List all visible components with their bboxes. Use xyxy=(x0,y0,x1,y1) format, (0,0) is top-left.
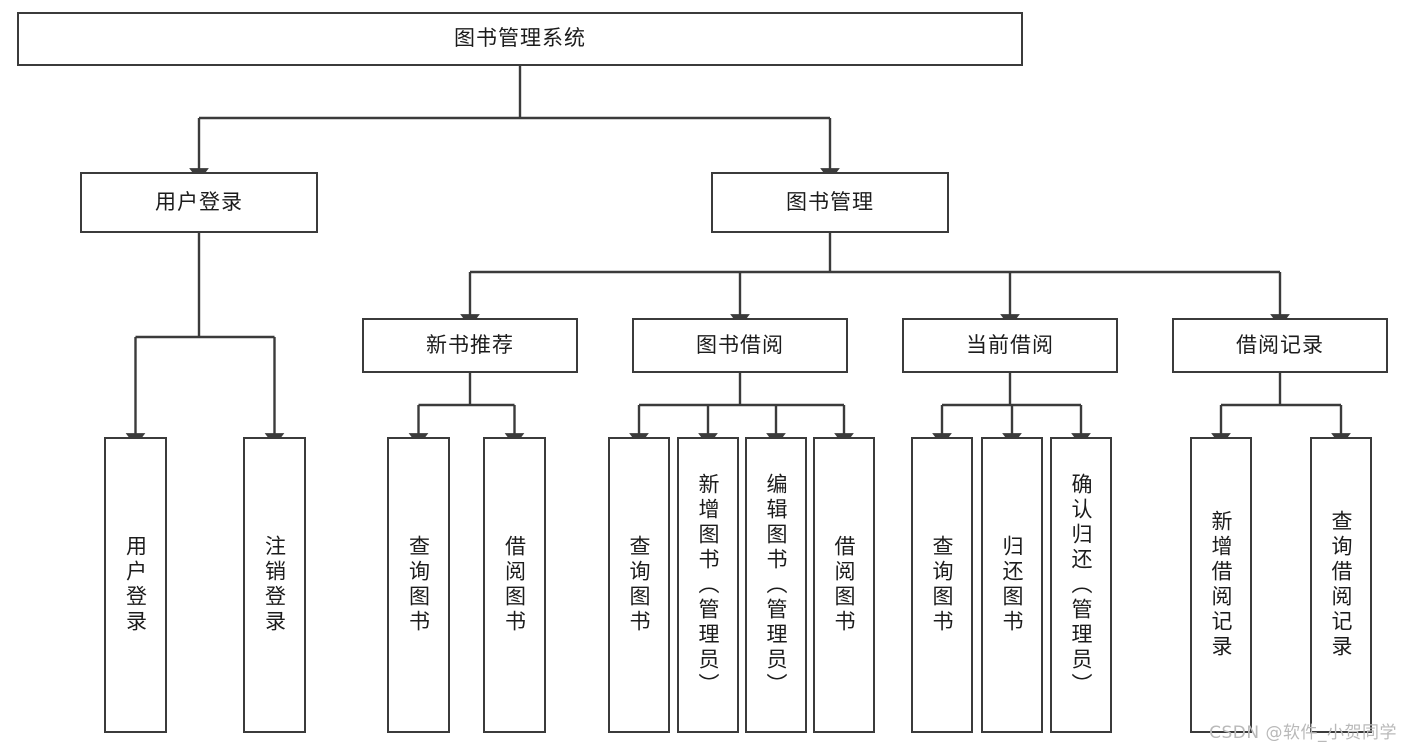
node-leaf-bb-borrow[interactable]: 借阅图书 xyxy=(813,437,875,733)
node-current-borrow[interactable]: 当前借阅 xyxy=(902,318,1118,373)
node-leaf-br-query[interactable]: 查询借阅记录 xyxy=(1310,437,1372,733)
node-new-book-rec[interactable]: 新书推荐 xyxy=(362,318,578,373)
node-leaf-rec-query[interactable]: 查询图书 xyxy=(387,437,450,733)
node-leaf-bb-edit[interactable]: 编辑图书（管理员） xyxy=(745,437,807,733)
node-label: 借阅图书 xyxy=(832,535,857,635)
node-leaf-br-add[interactable]: 新增借阅记录 xyxy=(1190,437,1252,733)
node-label: 编辑图书（管理员） xyxy=(764,472,789,698)
node-label: 用户登录 xyxy=(155,189,243,214)
node-leaf-bb-query[interactable]: 查询图书 xyxy=(608,437,670,733)
node-label: 借阅图书 xyxy=(502,535,527,635)
node-label: 新增图书（管理员） xyxy=(696,472,721,698)
node-leaf-cb-return[interactable]: 归还图书 xyxy=(981,437,1043,733)
node-label: 借阅记录 xyxy=(1236,332,1324,357)
node-label: 注销登录 xyxy=(262,535,287,635)
node-label: 确认归还（管理员） xyxy=(1069,472,1094,698)
watermark-text: CSDN @软件_小贺同学 xyxy=(1209,723,1397,743)
node-leaf-user-login[interactable]: 用户登录 xyxy=(104,437,167,733)
node-leaf-cb-confirm[interactable]: 确认归还（管理员） xyxy=(1050,437,1112,733)
node-label: 当前借阅 xyxy=(966,332,1054,357)
node-label: 图书借阅 xyxy=(696,332,784,357)
node-label: 查询图书 xyxy=(627,535,652,635)
node-leaf-cb-query[interactable]: 查询图书 xyxy=(911,437,973,733)
node-leaf-bb-add[interactable]: 新增图书（管理员） xyxy=(677,437,739,733)
node-label: 新书推荐 xyxy=(426,332,514,357)
node-leaf-user-logout[interactable]: 注销登录 xyxy=(243,437,306,733)
node-root[interactable]: 图书管理系统 xyxy=(17,12,1023,66)
node-borrow-record[interactable]: 借阅记录 xyxy=(1172,318,1388,373)
node-book-manage[interactable]: 图书管理 xyxy=(711,172,949,233)
node-leaf-rec-borrow[interactable]: 借阅图书 xyxy=(483,437,546,733)
node-label: 归还图书 xyxy=(1000,535,1025,635)
node-label: 图书管理 xyxy=(786,189,874,214)
node-label: 查询借阅记录 xyxy=(1329,510,1354,660)
node-user-login[interactable]: 用户登录 xyxy=(80,172,318,233)
node-label: 新增借阅记录 xyxy=(1209,510,1234,660)
node-label: 用户登录 xyxy=(123,535,148,635)
node-label: 查询图书 xyxy=(406,535,431,635)
node-book-borrow[interactable]: 图书借阅 xyxy=(632,318,848,373)
node-label: 查询图书 xyxy=(930,535,955,635)
node-label: 图书管理系统 xyxy=(454,26,586,51)
